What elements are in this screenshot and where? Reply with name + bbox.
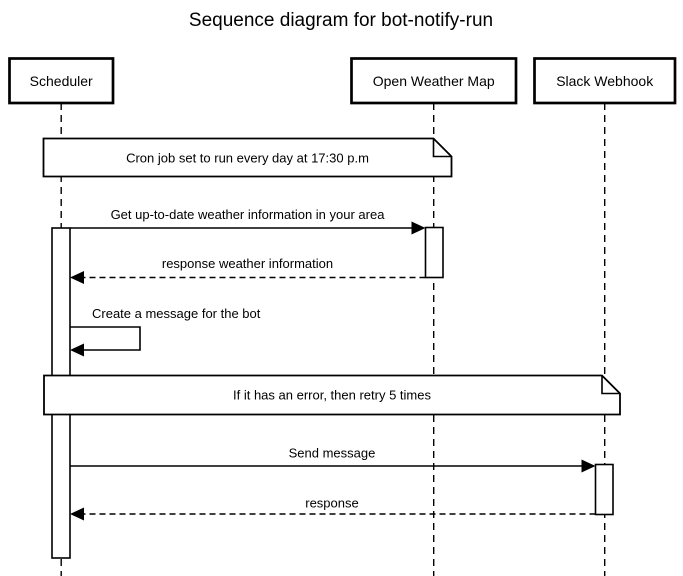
actor-slack-webhook-label: Slack Webhook [556,73,654,89]
message-create-bot-message-label: Create a message for the bot [92,306,261,321]
arrowhead-right-icon [411,221,426,235]
message-response-label: response [305,496,358,511]
note-cron-job-shape [42,137,453,178]
message-response-weather: response weather information [70,256,426,284]
actor-slack-webhook: Slack Webhook [533,57,677,105]
note-retry: If it has an error, then retry 5 times [43,374,621,416]
arrowhead-right-icon [581,459,596,473]
message-create-bot-message-loop [70,326,141,351]
note-cron-job-fold-corner [432,138,452,158]
actor-open-weather-map-box [350,57,518,105]
activation-bar-slack-webhook [594,463,614,516]
activation-bar-open-weather-map [424,226,444,279]
message-get-weather: Get up-to-date weather information in yo… [70,207,426,235]
arrowhead-left-icon [70,271,84,284]
actor-scheduler-label: Scheduler [30,73,93,89]
message-send-message: Send message [70,446,596,473]
message-create-bot-message: Create a message for the bot [70,306,261,357]
message-response: response [70,496,596,521]
note-retry-fold-corner [601,375,620,395]
actor-scheduler: Scheduler [8,57,115,105]
note-retry-label: If it has an error, then retry 5 times [233,388,431,403]
actor-open-weather-map: Open Weather Map [350,57,518,105]
message-send-message-label: Send message [289,446,376,461]
diagram-title: Sequence diagram for bot-notify-run [189,10,493,31]
note-cron-job: Cron job set to run every day at 17:30 p… [42,137,453,178]
message-get-weather-label: Get up-to-date weather information in yo… [111,207,386,222]
actor-scheduler-box [8,57,115,105]
note-cron-job-label: Cron job set to run every day at 17:30 p… [126,151,369,166]
message-response-weather-label: response weather information [162,256,333,271]
arrowhead-left-icon [70,507,84,521]
arrowhead-self-icon [70,343,84,357]
actor-open-weather-map-label: Open Weather Map [373,73,495,89]
note-retry-shape [43,374,621,416]
actor-slack-webhook-box [533,57,677,105]
